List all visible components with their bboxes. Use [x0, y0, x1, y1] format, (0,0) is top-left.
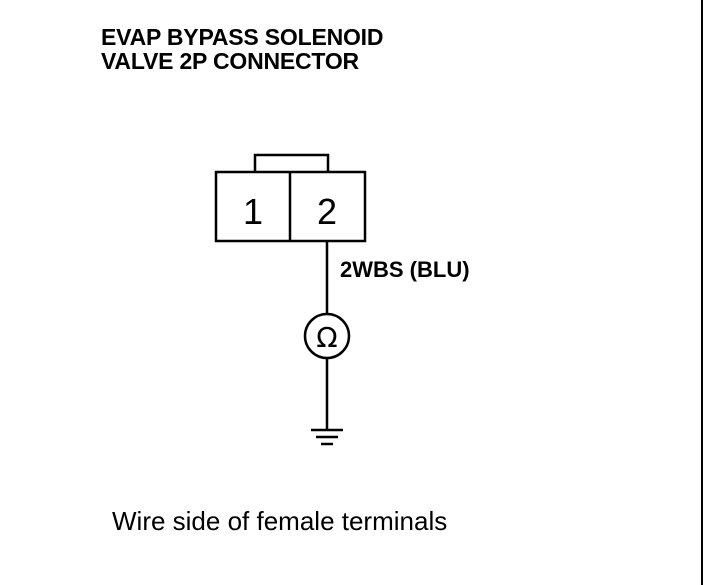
- connector-title: EVAP BYPASS SOLENOID VALVE 2P CONNECTOR: [101, 25, 383, 73]
- terminal-2-number: 2: [317, 191, 337, 232]
- page-border-right: [701, 0, 703, 585]
- title-line-1: EVAP BYPASS SOLENOID: [101, 24, 384, 50]
- title-line-2: VALVE 2P CONNECTOR: [101, 48, 359, 74]
- diagram-caption: Wire side of female terminals: [112, 506, 448, 536]
- terminal-1-number: 1: [243, 191, 263, 232]
- ohmmeter-icon: Ω: [303, 312, 351, 360]
- wire-label: 2WBS (BLU): [340, 257, 470, 282]
- ground-icon: [311, 428, 343, 446]
- connector-lock-tab: [253, 153, 330, 172]
- ohm-symbol: Ω: [316, 321, 337, 354]
